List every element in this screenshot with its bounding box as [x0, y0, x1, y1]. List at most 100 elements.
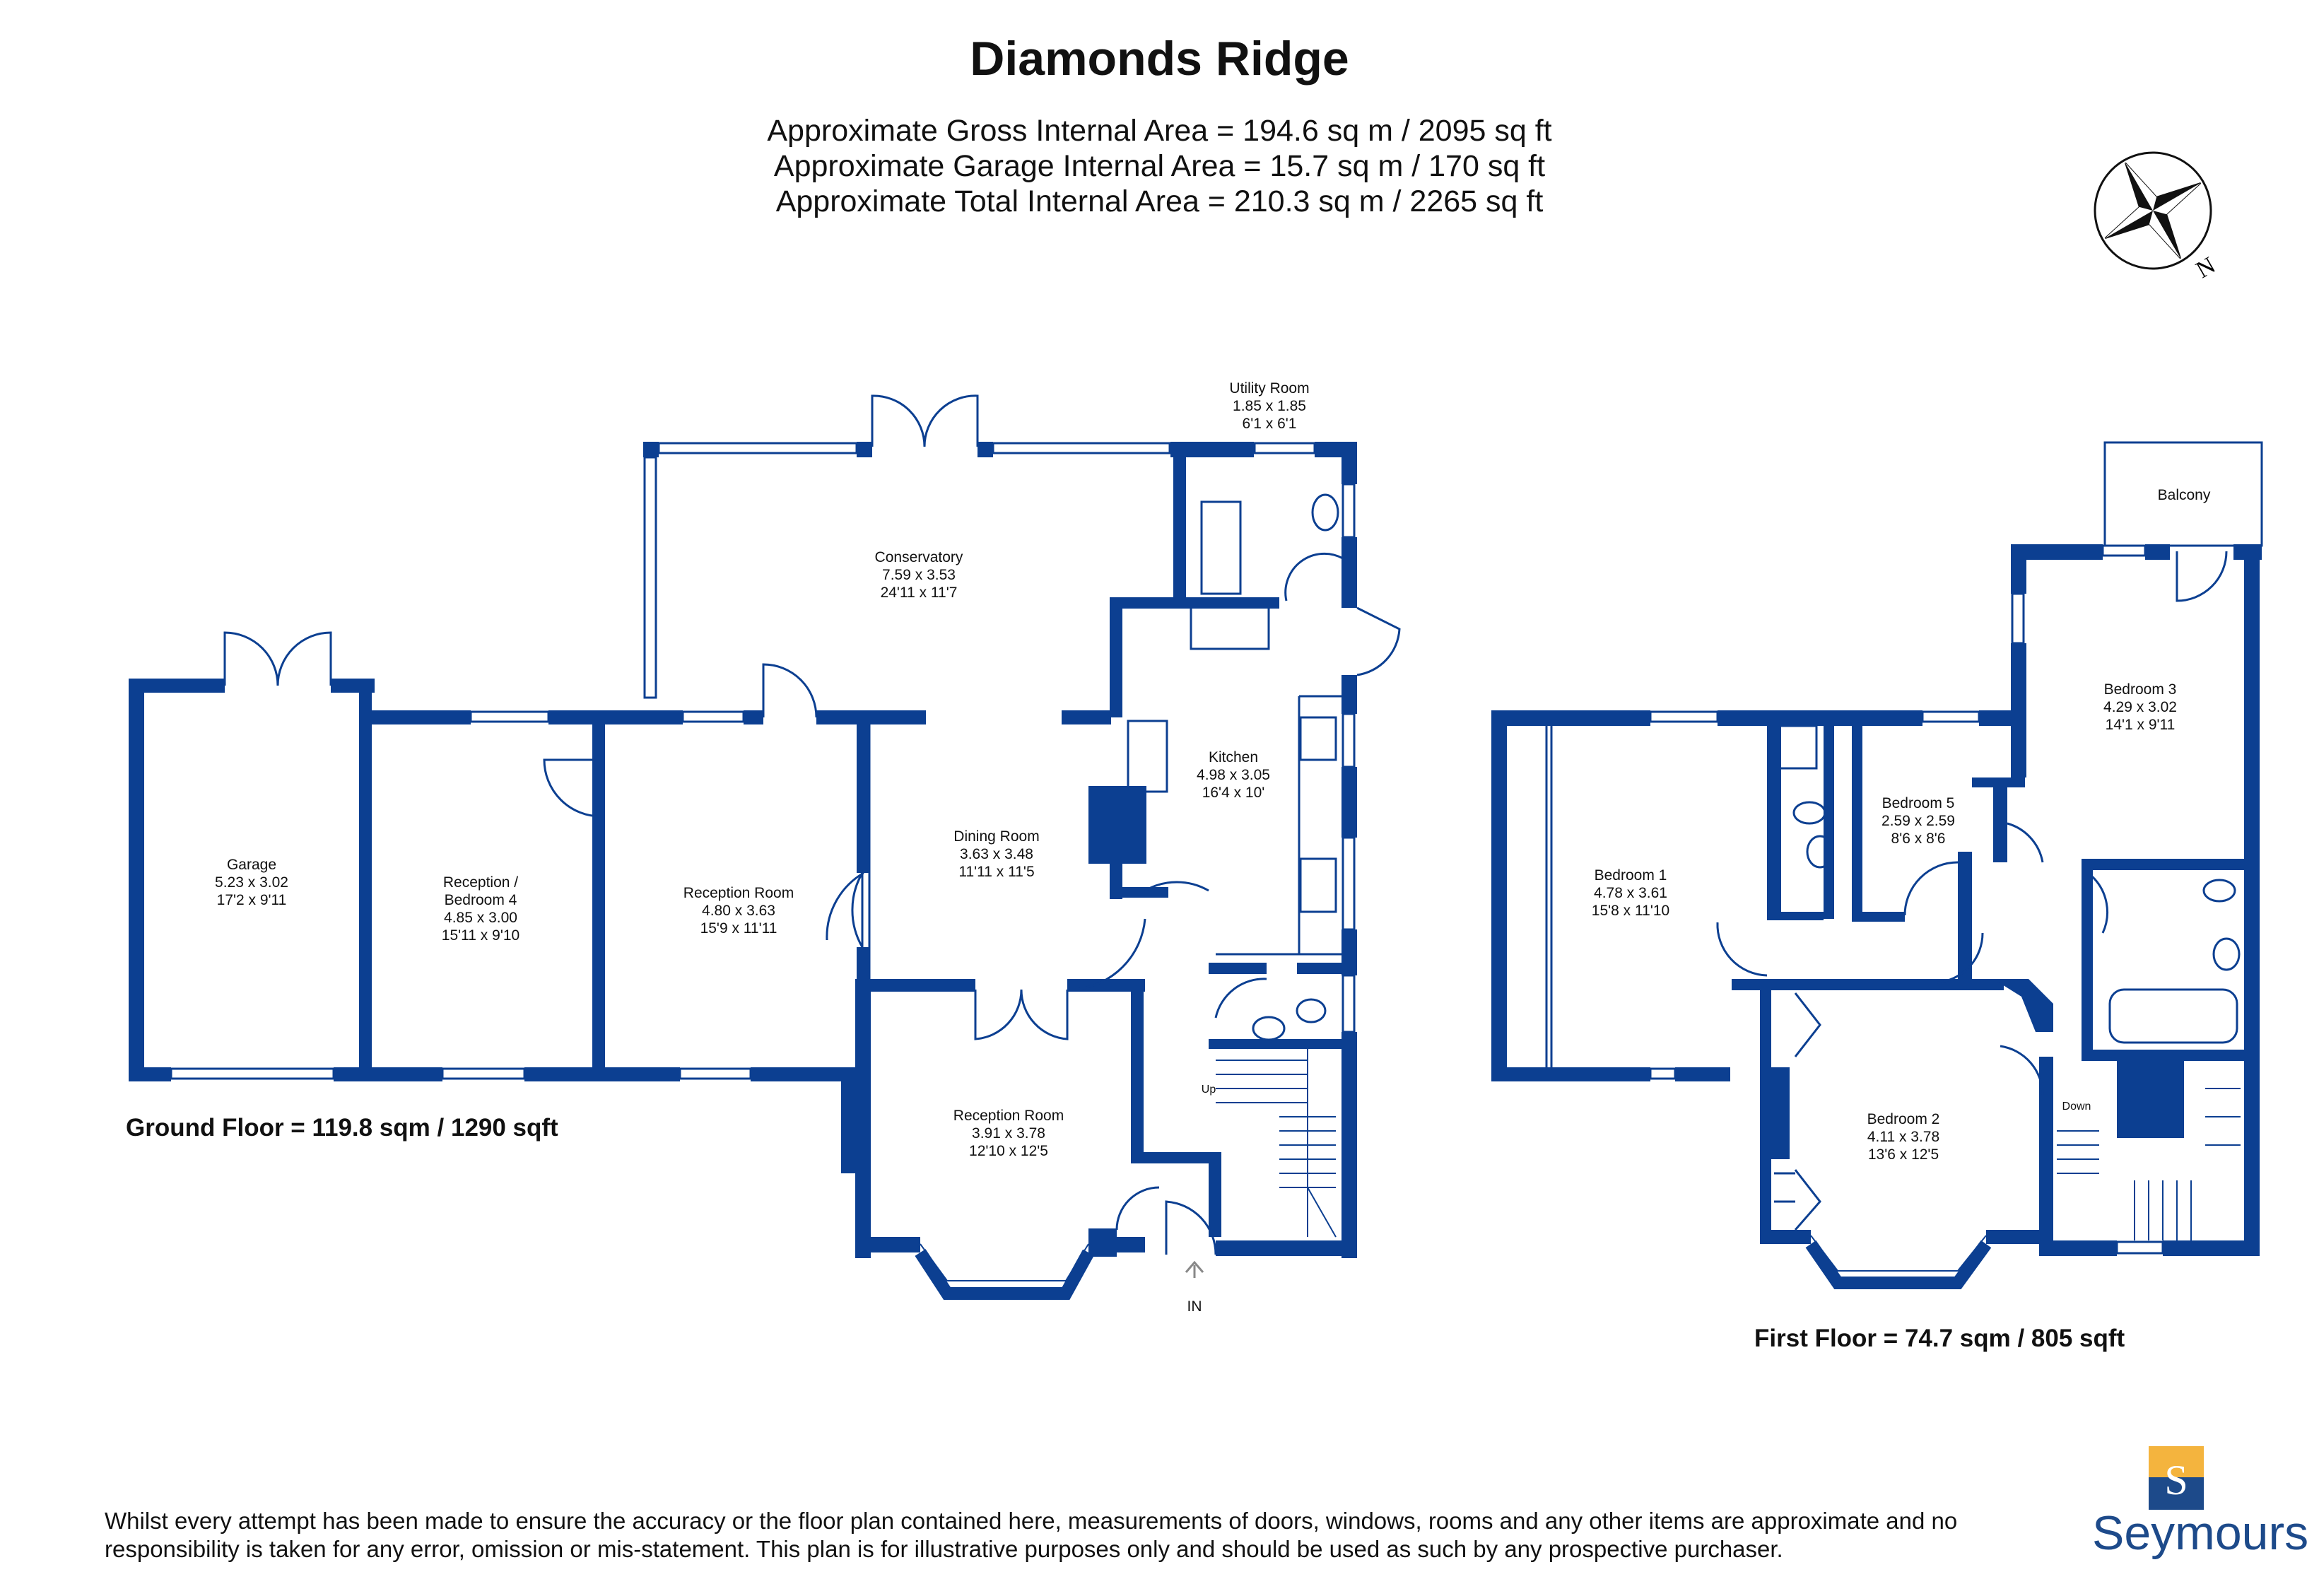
door-swing — [1903, 861, 1959, 916]
entrance-arrow-icon — [1185, 1260, 1204, 1278]
room-imperial-utility: 6'1 x 6'1 — [1243, 416, 1297, 432]
door-swing — [543, 758, 601, 818]
room-name-bedroom3: Bedroom 3 — [2104, 681, 2177, 698]
garage-wall — [129, 1067, 171, 1081]
bay-window — [915, 1249, 1094, 1300]
window — [2244, 891, 2258, 925]
room-name-utility: Utility Room — [1229, 380, 1309, 397]
bedroom1-wall — [1491, 1067, 1650, 1081]
entrance-door-swing — [1165, 1200, 1217, 1255]
compass-star-icon — [2153, 183, 2201, 215]
stairs — [2057, 1088, 2241, 1240]
room-imperial-bedroom5: 8'6 x 8'6 — [1891, 831, 1946, 847]
compass-star-icon — [2125, 163, 2157, 211]
bath-wall — [1824, 710, 1834, 919]
room-name-reception-bedroom4: Reception / — [443, 874, 518, 891]
sink — [1299, 857, 1337, 913]
door-swing — [1936, 932, 1984, 984]
conservatory-top-window — [992, 442, 1171, 454]
room-name-bedroom1: Bedroom 1 — [1595, 867, 1667, 884]
kitchen-wall — [1173, 442, 1186, 604]
reception-wall — [744, 710, 763, 724]
cupboard-door — [1774, 1172, 1795, 1203]
entrance-label: IN — [1187, 1298, 1202, 1315]
bedroom3-wall — [2082, 859, 2255, 870]
reception-wall — [372, 710, 471, 724]
reception-wall — [372, 1067, 442, 1081]
room-metric-bedroom3: 4.29 x 3.02 — [2103, 699, 2177, 715]
conservatory-wall — [857, 442, 872, 457]
garage-wall — [129, 679, 144, 1081]
bedroom5-wall — [1852, 710, 1862, 915]
door-swing — [1284, 552, 1344, 602]
compass-star-icon — [2105, 206, 2153, 238]
reception-wall — [592, 710, 605, 1081]
basin — [1806, 835, 1834, 869]
room-metric-garage: 5.23 x 3.02 — [215, 874, 288, 891]
fireplace — [1127, 720, 1168, 793]
bedroom5-wall — [1979, 710, 2011, 726]
bedroom3-wall — [2145, 544, 2170, 560]
hall-wall — [1209, 1039, 1357, 1049]
kitchen-wall — [1342, 675, 1357, 714]
room-metric-dining: 3.63 x 3.48 — [960, 846, 1033, 862]
first-floor-walls — [1491, 544, 2262, 1256]
reception-wall — [857, 710, 869, 873]
kitchen-wall — [1209, 963, 1267, 974]
door-swing — [2000, 1045, 2044, 1096]
window — [1342, 712, 1356, 768]
room-imperial-reception-room: 15'9 x 11'11 — [700, 920, 777, 937]
kitchen-wall — [1117, 786, 1146, 864]
window — [1649, 1067, 1677, 1080]
bedroom1-wall — [1491, 710, 1507, 1081]
door-swing — [851, 872, 864, 951]
bedroom2-wall — [1760, 1230, 1811, 1244]
cupboard-wall — [1993, 778, 2007, 862]
wc-basin — [1252, 1016, 1286, 1041]
garage-wall — [129, 679, 225, 693]
room-name2-reception-bedroom4: Bedroom 4 — [445, 892, 517, 908]
window — [2244, 974, 2258, 1019]
bath-wall — [2082, 933, 2093, 1060]
stairs-up-label: Up — [1202, 1084, 1216, 1096]
plan-title: Diamonds Ridge — [970, 32, 1349, 86]
hall-wall — [1209, 1152, 1221, 1237]
gross-area: Approximate Gross Internal Area = 194.6 … — [767, 114, 1552, 148]
garage-wall — [359, 679, 372, 1081]
landing-wall — [1993, 979, 2053, 1032]
window — [2115, 1240, 2164, 1255]
room-name-bedroom5: Bedroom 5 — [1882, 795, 1955, 811]
toilet — [2202, 879, 2236, 903]
hob — [1299, 716, 1337, 761]
landing-wall — [1979, 979, 2004, 990]
room-metric-utility: 1.85 x 1.85 — [1233, 398, 1306, 414]
bedroom3-wall — [2011, 643, 2026, 778]
wc-toilet — [1296, 998, 1327, 1023]
room-name-kitchen: Kitchen — [1209, 749, 1258, 765]
window — [1342, 836, 1356, 931]
stair-wall — [2117, 1060, 2184, 1138]
room-metric-reception-room: 4.80 x 3.63 — [702, 903, 775, 919]
window — [679, 1067, 752, 1080]
bedroom1-wall — [1491, 710, 1650, 726]
door-swing — [1144, 881, 1209, 892]
logo-letter: S — [2164, 1457, 2188, 1503]
bedroom5-wall — [1852, 912, 1905, 922]
conservatory-wall — [977, 442, 993, 457]
kitchen-wall — [1122, 887, 1168, 898]
stairs-down-label: Down — [2062, 1101, 2091, 1113]
dining-wall — [869, 710, 926, 724]
cupboard-door — [1794, 1169, 1821, 1231]
bedroom2-wall — [1986, 1230, 2039, 1244]
hall-wall — [1131, 1152, 1221, 1163]
bay-window — [1805, 1240, 1992, 1289]
seymours-logo-icon: S — [2149, 1446, 2204, 1510]
ground-floor-labels: Utility Room 1.85 x 1.85 6'1 x 6'1 Conse… — [215, 380, 1310, 1315]
front-reception-wall — [855, 1237, 920, 1252]
door-swing — [826, 872, 864, 941]
conservatory-wall — [1170, 442, 1254, 457]
compass — [2094, 151, 2212, 270]
room-metric-reception-bedroom4: 4.85 x 3.00 — [444, 910, 517, 926]
garage-door — [170, 1067, 335, 1080]
window — [1649, 710, 1719, 723]
